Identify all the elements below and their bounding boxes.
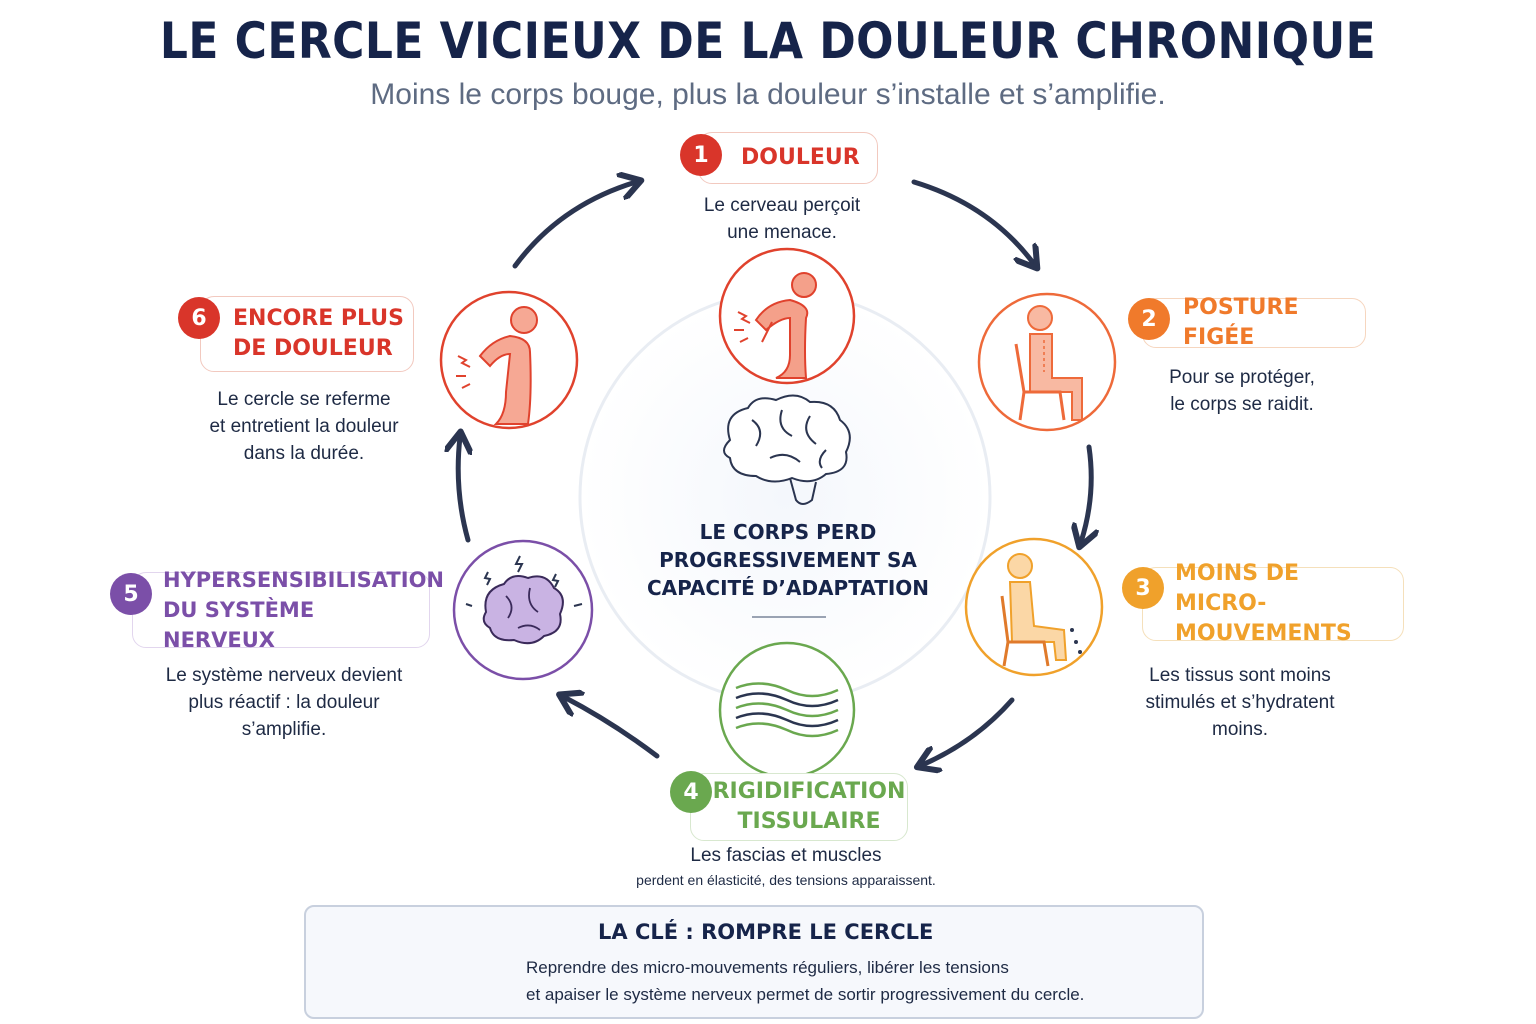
step-3-title-line-1: MOINS DE <box>1175 561 1299 586</box>
step-5-description: Le système nerveux devient plus réactif … <box>165 665 403 740</box>
arrow-4-to-5 <box>564 697 660 759</box>
step-2-description: Pour se protéger, le corps se raidit. <box>1169 367 1315 415</box>
back-pain-icon <box>718 247 856 385</box>
step-1-badge: 1 <box>680 134 722 176</box>
step-6-title-line-1: ENCORE PLUS <box>233 306 404 331</box>
step-2-badge: 2 <box>1128 298 1170 340</box>
step-5-label: HYPERSENSIBILISATION DU SYSTÈME NERVEUX <box>132 568 444 652</box>
seated-still-icon <box>964 537 1104 677</box>
arrow-3-to-4 <box>922 697 1015 765</box>
back-pain-icon <box>439 290 579 430</box>
step-3-badge: 3 <box>1122 567 1164 609</box>
step-1-label: DOULEUR <box>698 132 878 184</box>
arrow-5-to-6 <box>458 437 468 543</box>
step-3-title-line-2: MICRO-MOUVEMENTS <box>1175 591 1352 646</box>
sensitive-brain-icon <box>452 539 594 681</box>
step-4-title-line-1: RIGIDIFICATION <box>712 779 906 804</box>
seated-stiff-icon <box>977 292 1117 432</box>
step-6-label: ENCORE PLUS DE DOULEUR <box>200 296 414 372</box>
key-box <box>304 905 1204 1019</box>
step-4-description: Les fascias et muscles perdent en élasti… <box>636 845 936 888</box>
arrow-1-to-2 <box>911 179 1034 264</box>
step-6-title-line-2: DE DOULEUR <box>233 336 393 361</box>
step-4-badge: 4 <box>670 771 712 813</box>
step-3-label: MOINS DE MICRO-MOUVEMENTS <box>1142 561 1404 646</box>
step-5-title-line-2: DU SYSTÈME NERVEUX <box>163 598 315 652</box>
step-2-title: POSTURE FIGÉE <box>1183 295 1299 350</box>
fascia-fibers-icon <box>718 641 856 779</box>
center-message: LE CORPS PERD PROGRESSIVEMENT SA CAPACIT… <box>646 520 930 600</box>
key-description: Reprendre des micro-mouvements réguliers… <box>526 958 1085 1004</box>
step-1-description: Le cerveau perçoit une menace. <box>703 195 861 243</box>
step-3-description: Les tissus sont moins stimulés et s’hydr… <box>1145 665 1335 740</box>
step-4-title-line-2: TISSULAIRE <box>737 809 881 834</box>
step-2-label: POSTURE FIGÉE <box>1142 295 1366 350</box>
arrow-6-to-1 <box>512 182 636 269</box>
brain-icon <box>723 394 851 505</box>
page-subtitle: Moins le corps bouge, plus la douleur s’… <box>370 78 1166 111</box>
step-1-title: DOULEUR <box>741 145 860 170</box>
step-6-description: Le cercle se referme et entretient la do… <box>209 389 399 464</box>
step-5-title-line-1: HYPERSENSIBILISATION <box>163 568 444 592</box>
step-6-badge: 6 <box>178 297 220 339</box>
step-4-label: RIGIDIFICATION TISSULAIRE <box>690 773 908 841</box>
page-title: LE CERCLE VICIEUX DE LA DOULEUR CHRONIQU… <box>159 12 1377 70</box>
key-title: LA CLÉ : ROMPRE LE CERCLE <box>598 920 934 944</box>
arrow-2-to-3 <box>1081 444 1091 542</box>
step-5-badge: 5 <box>110 573 152 615</box>
